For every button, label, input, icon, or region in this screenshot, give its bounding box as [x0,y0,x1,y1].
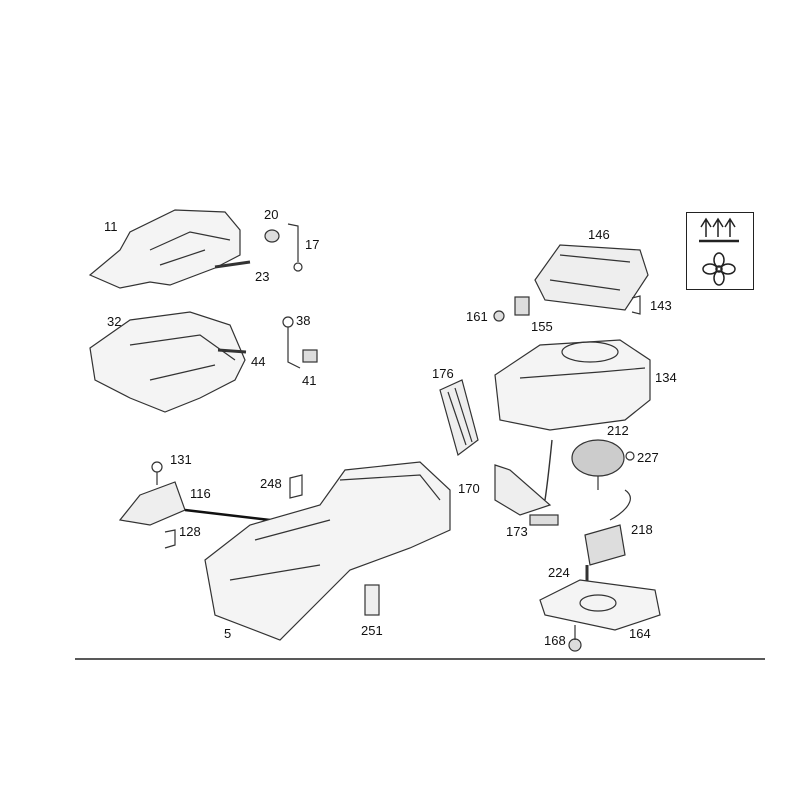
part-170-bracket [494,464,552,516]
heating-icon [699,217,739,243]
blower-fan-icon [702,252,736,286]
label-part-23: 23 [255,269,270,284]
part-116-duct [118,481,186,526]
label-part-170: 170 [458,481,480,496]
part-128-clip [164,529,176,549]
part-146-evaporator [534,244,649,311]
label-part-155: 155 [531,319,553,334]
label-part-164: 164 [629,626,651,641]
part-164-cover [539,579,661,631]
leader-line [184,508,271,522]
part-212-blower-motor [571,439,625,490]
label-part-32: 32 [107,314,122,329]
label-part-227: 227 [637,450,659,465]
label-part-11: 11 [104,219,118,234]
label-part-17: 17 [305,237,320,252]
label-part-134: 134 [655,370,677,385]
part-38-rod [282,316,301,369]
label-part-218: 218 [631,522,653,537]
part-131-screw [151,461,163,485]
part-44-bolt [217,348,247,354]
assembly-arrow [544,439,553,501]
label-part-116: 116 [190,486,211,501]
label-part-20: 20 [264,207,279,222]
label-part-212: 212 [607,423,629,438]
part-168-screw [568,625,582,652]
label-part-5: 5 [224,626,232,641]
function-legend-box [686,212,754,290]
part-251-sensor [364,584,380,616]
label-part-168: 168 [544,633,566,648]
label-part-161: 161 [466,309,488,324]
label-part-128: 128 [179,524,201,539]
part-173-clip [529,514,559,526]
part-5-heater-housing [204,461,451,641]
label-part-44: 44 [251,354,266,369]
label-part-146: 146 [588,227,610,242]
label-part-38: 38 [296,313,311,328]
part-41-clip [302,349,318,363]
part-17-rod [287,223,303,272]
part-11-cover [88,209,241,289]
part-176-filter [439,379,479,457]
part-248-clip [289,474,303,499]
part-227-screw [625,451,635,461]
label-part-251: 251 [361,623,383,638]
part-23-screw [214,260,251,269]
part-161-screw [493,310,505,322]
label-part-173: 173 [506,524,528,539]
part-20-grommet [264,229,280,243]
label-part-41: 41 [302,373,317,388]
label-part-143: 143 [650,298,672,313]
part-155-bracket [514,296,530,316]
part-134-blower-housing [494,339,651,431]
label-part-176: 176 [432,366,454,381]
label-part-248: 248 [260,476,282,491]
label-part-224: 224 [548,565,570,580]
part-143-clip [631,295,641,315]
label-part-131: 131 [170,452,192,467]
part-218-resistor [584,489,631,566]
